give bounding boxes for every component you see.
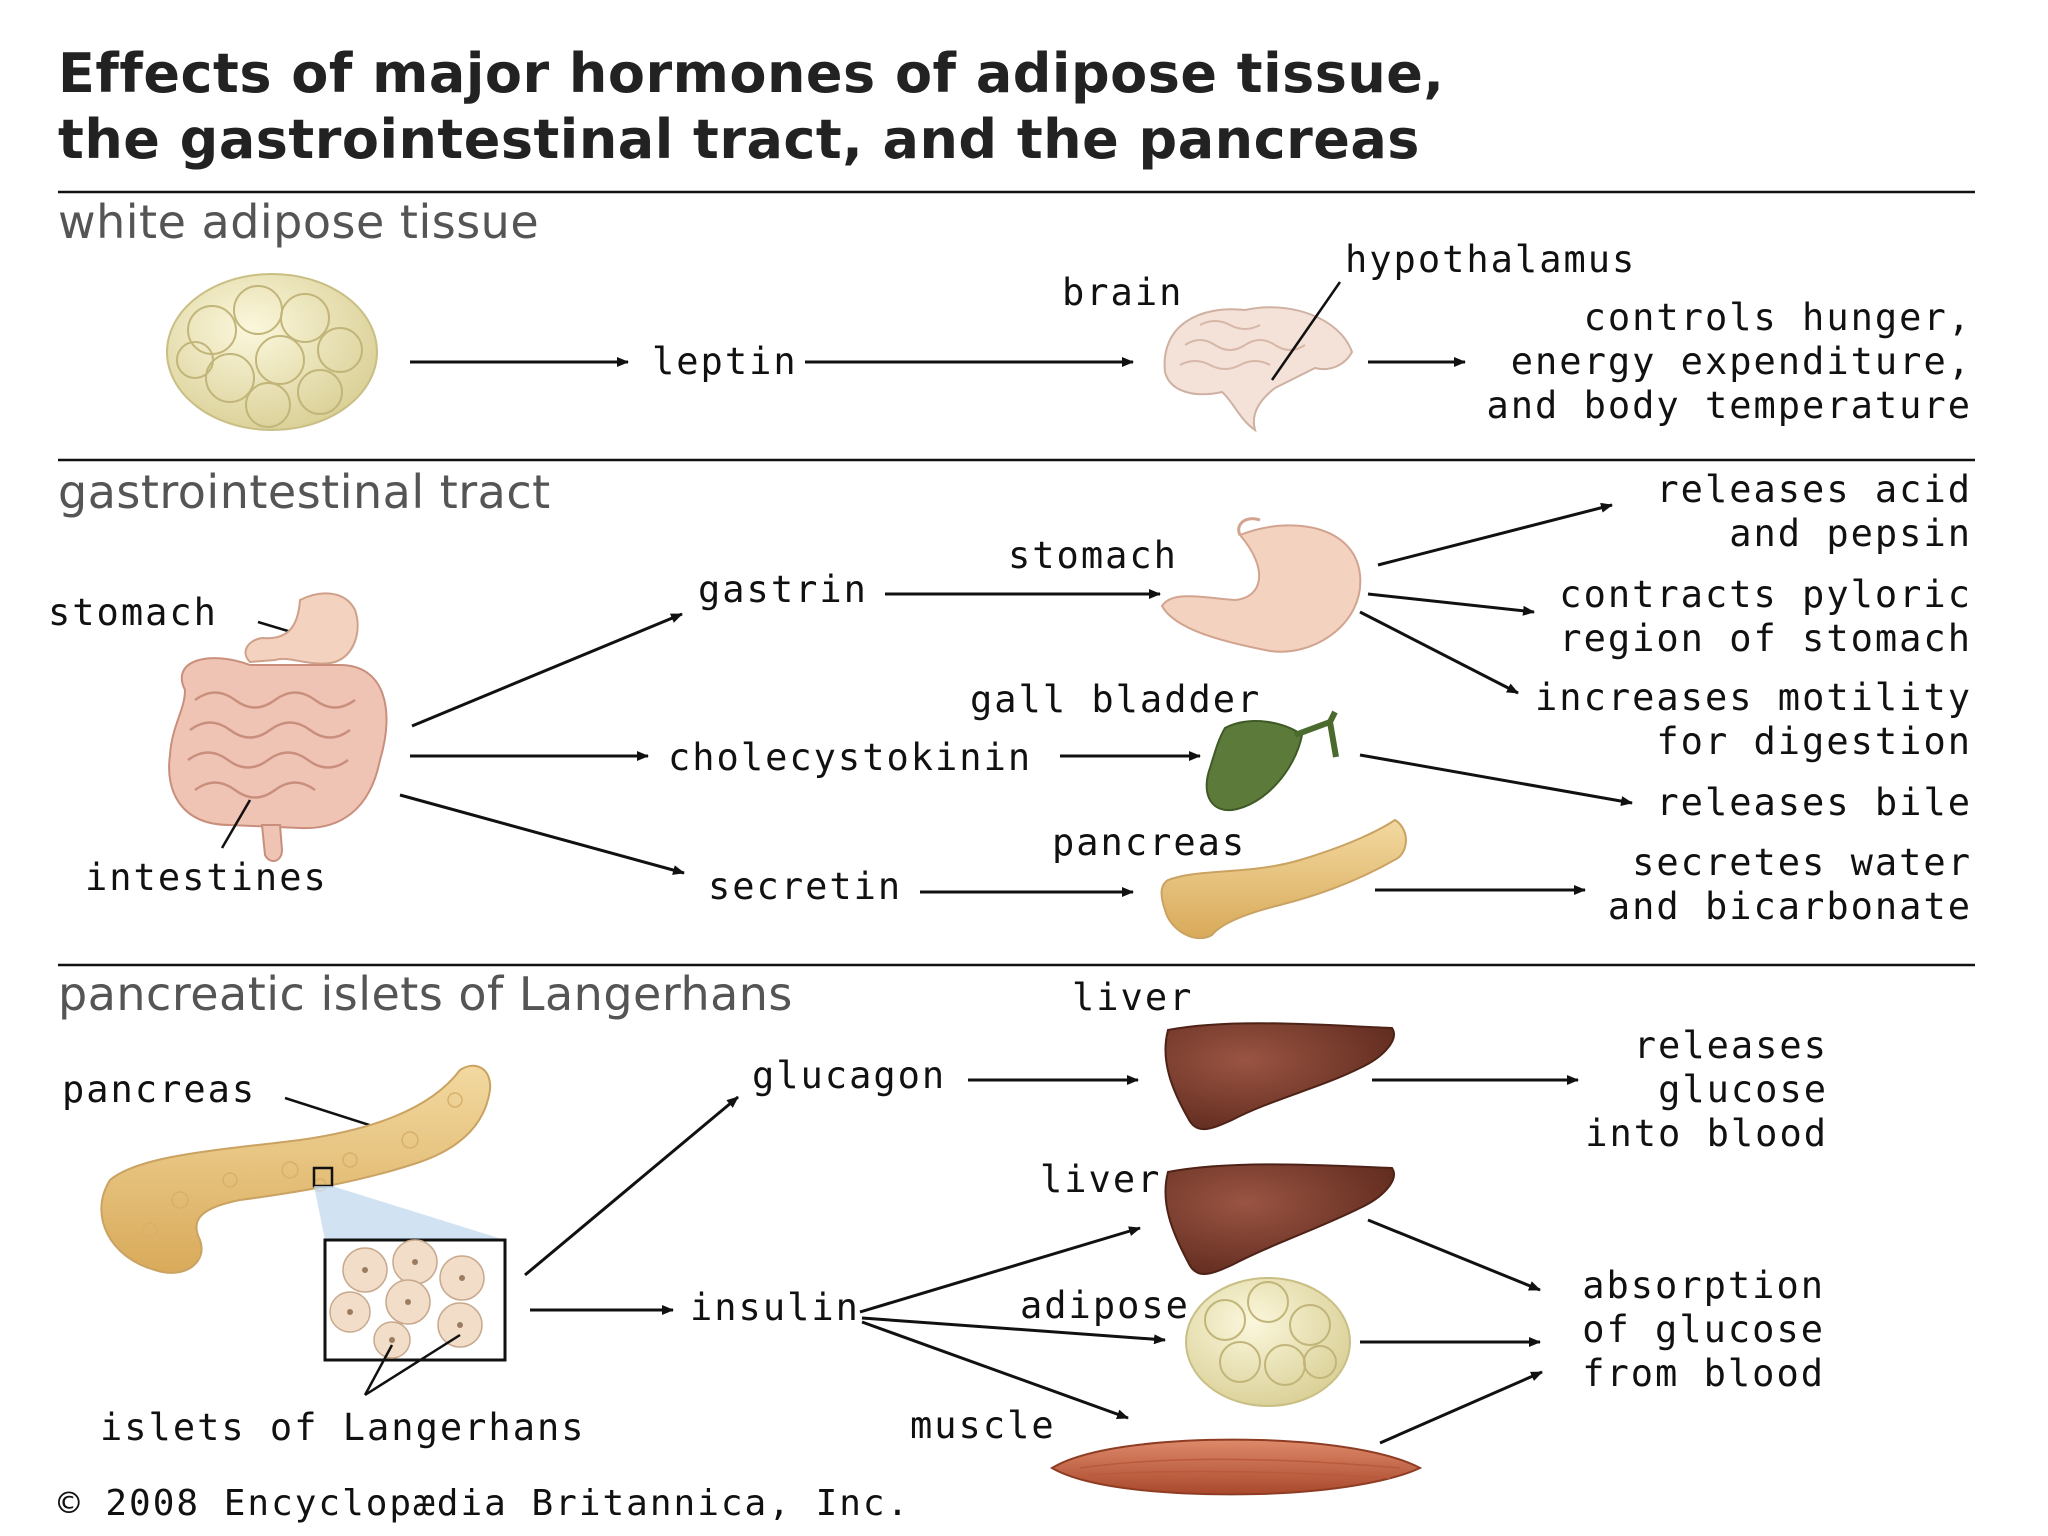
islets-pointer-1	[363, 1344, 394, 1396]
arrow-gi-to-gastrin	[411, 612, 683, 728]
arrow-stomach-to-pyloric	[1367, 592, 1535, 616]
cholecystokinin-label: cholecystokinin	[668, 736, 1032, 779]
adipose-tissue-illustration	[166, 273, 378, 431]
gi-stomach-source-label: stomach	[48, 591, 218, 634]
gastrin-label: gastrin	[698, 568, 868, 611]
adipose-label: adipose	[1020, 1284, 1190, 1327]
muscle-illustration	[1050, 1438, 1423, 1496]
hypothalamus-label: hypothalamus	[1345, 238, 1636, 281]
effect-bile: releases bile	[1656, 781, 1972, 824]
islets-pancreas-label: pancreas	[62, 1068, 256, 1111]
islets-pancreas-illustration	[100, 1064, 492, 1274]
effect-absorption-line-1: absorption	[1582, 1264, 1825, 1307]
liver-2-illustration	[1164, 1163, 1395, 1275]
arrow-gi-to-secretin	[399, 793, 685, 875]
leptin-label: leptin	[652, 340, 798, 383]
effect-absorption-line-3: from blood	[1582, 1352, 1825, 1395]
glucagon-label: glucagon	[752, 1054, 946, 1097]
effect-glucose-release-line-1: releases	[1634, 1024, 1828, 1067]
stomach-illustration	[1160, 517, 1362, 653]
liver-1-illustration	[1164, 1022, 1395, 1131]
effect-acid-line-2: and pepsin	[1729, 512, 1972, 555]
islets-pointer-2	[364, 1333, 461, 1397]
effect-pyloric-line-1: contracts pyloric	[1559, 573, 1972, 616]
liver-2-label: liver	[1040, 1158, 1161, 1201]
effect-motility-line-1: increases motility	[1535, 676, 1972, 719]
effect-hunger-line-2: energy expenditure,	[1511, 340, 1972, 383]
effect-hunger-line-3: and body temperature	[1486, 384, 1972, 427]
effect-bicarb-line-2: and bicarbonate	[1608, 885, 1972, 928]
gi-pancreas-label: pancreas	[1052, 821, 1246, 864]
insulin-label: insulin	[690, 1286, 860, 1329]
arrow-gallbladder-to-bile	[1359, 753, 1633, 807]
effect-bicarb-line-1: secretes water	[1632, 841, 1972, 884]
arrow-insulin-to-adipose	[861, 1316, 1166, 1345]
arrow-stomach-to-motility	[1359, 610, 1519, 695]
islets-label: islets of Langerhans	[100, 1406, 586, 1449]
arrow-islets-to-glucagon	[524, 1095, 739, 1277]
effect-glucose-release-line-2: glucose	[1658, 1068, 1828, 1111]
muscle-label: muscle	[910, 1404, 1056, 1447]
brain-illustration	[1163, 306, 1354, 433]
arrow-stomach-to-acid	[1377, 502, 1613, 567]
section-heading-adipose: white adipose tissue	[58, 195, 539, 249]
liver-1-label: liver	[1072, 976, 1193, 1019]
gi-pancreas-illustration	[1160, 818, 1407, 940]
effect-pyloric-line-2: region of stomach	[1559, 617, 1972, 660]
brain-label: brain	[1062, 271, 1183, 314]
arrow-insulin-to-liver	[859, 1226, 1141, 1314]
section-heading-gi: gastrointestinal tract	[58, 465, 551, 519]
hypothalamus-pointer	[1270, 281, 1342, 381]
arrow-liver-to-absorption	[1367, 1218, 1541, 1292]
gall-bladder-label: gall bladder	[970, 678, 1261, 721]
islets-zoom-illustration	[312, 1166, 507, 1362]
secretin-label: secretin	[708, 865, 902, 908]
effect-motility-line-2: for digestion	[1656, 720, 1972, 763]
arrow-muscle-to-absorption	[1379, 1370, 1543, 1445]
diagram-title-line-1: Effects of major hormones of adipose tis…	[58, 42, 1444, 105]
copyright-notice: © 2008 Encyclopædia Britannica, Inc.	[58, 1483, 910, 1524]
gi-stomach-target-label: stomach	[1008, 534, 1178, 577]
gall-bladder-illustration	[1205, 710, 1339, 812]
intestines-pointer	[220, 799, 252, 849]
gi-tract-illustration	[168, 592, 388, 862]
effect-hunger-line-1: controls hunger,	[1584, 296, 1972, 339]
intestines-label: intestines	[85, 856, 328, 899]
effect-glucose-release-line-3: into blood	[1585, 1112, 1828, 1155]
effect-acid-line-1: releases acid	[1656, 468, 1972, 511]
section-heading-islets: pancreatic islets of Langerhans	[58, 967, 793, 1021]
effect-absorption-line-2: of glucose	[1582, 1308, 1825, 1351]
arrow-insulin-to-muscle	[861, 1320, 1129, 1420]
diagram-title-line-2: the gastrointestinal tract, and the panc…	[58, 108, 1420, 171]
adipose-2-illustration	[1185, 1277, 1351, 1407]
